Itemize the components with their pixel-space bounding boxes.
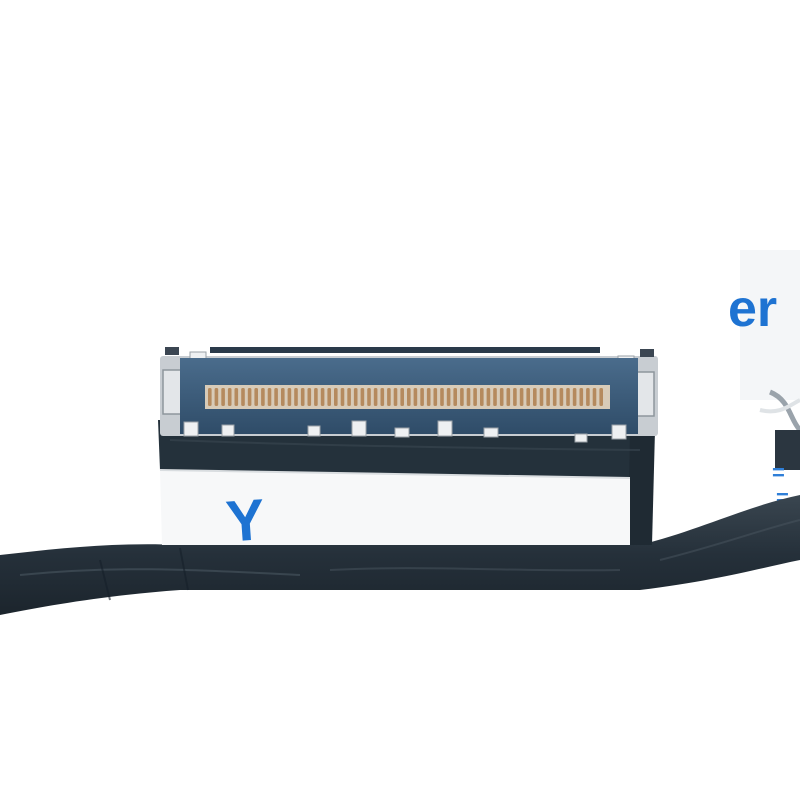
connector-pin bbox=[413, 388, 418, 406]
connector-pin bbox=[320, 388, 325, 406]
connector-pin bbox=[307, 388, 312, 406]
connector-pin bbox=[334, 388, 338, 406]
label-text: er bbox=[728, 280, 777, 338]
connector-pin bbox=[586, 388, 590, 406]
connector-pin bbox=[208, 388, 212, 406]
flex-cable bbox=[0, 495, 800, 615]
connector-pin bbox=[506, 388, 511, 406]
bottom-terminals bbox=[183, 420, 627, 443]
connector-pin bbox=[274, 388, 278, 406]
connector-pin bbox=[519, 388, 524, 406]
connector-pin bbox=[559, 388, 564, 406]
connector-pin bbox=[533, 388, 537, 406]
connector-pin bbox=[267, 388, 272, 406]
connector-pin bbox=[227, 388, 232, 406]
connector-pin bbox=[572, 388, 577, 406]
connector-pin bbox=[460, 388, 464, 406]
connector-pin bbox=[360, 388, 365, 406]
connector-pin bbox=[281, 388, 285, 406]
connector-pin bbox=[440, 388, 444, 406]
connector-pin bbox=[407, 388, 411, 406]
connector-pin bbox=[221, 388, 225, 406]
connector-pin bbox=[552, 388, 557, 406]
white-tape: Y bbox=[159, 469, 631, 555]
connector-pin bbox=[261, 388, 265, 406]
connector-pin bbox=[254, 388, 258, 406]
connector-pin bbox=[446, 388, 451, 406]
connector-pin bbox=[599, 388, 603, 406]
background-label: er = = bbox=[728, 250, 800, 510]
connector-pin bbox=[480, 388, 484, 406]
connector-pin bbox=[347, 388, 351, 406]
fpc-connector bbox=[160, 347, 658, 443]
connector-pin bbox=[373, 388, 378, 406]
connector-pin bbox=[247, 388, 252, 406]
connector-pin bbox=[393, 388, 398, 406]
connector-pin bbox=[294, 388, 298, 406]
tape-mark: Y bbox=[224, 487, 267, 555]
connector-pin bbox=[420, 388, 424, 406]
pin-row bbox=[208, 388, 603, 406]
connector-pin bbox=[327, 388, 331, 406]
connector-pin bbox=[380, 388, 385, 406]
connector-pin bbox=[353, 388, 358, 406]
connector-pin bbox=[566, 388, 570, 406]
connector-pin bbox=[579, 388, 584, 406]
connector-pin bbox=[300, 388, 305, 406]
connector-pin bbox=[513, 388, 517, 406]
svg-text:=: = bbox=[772, 460, 785, 485]
connector-pin bbox=[314, 388, 318, 406]
connector-pin bbox=[466, 388, 471, 406]
connector-pin bbox=[486, 388, 491, 406]
connector-pin bbox=[493, 388, 497, 406]
connector-pin bbox=[453, 388, 457, 406]
connector-pin bbox=[214, 388, 219, 406]
connector-pin bbox=[287, 388, 292, 406]
connector-pin bbox=[387, 388, 391, 406]
connector-pin bbox=[367, 388, 371, 406]
connector-pin bbox=[234, 388, 239, 406]
connector-pin bbox=[473, 388, 477, 406]
connector-pin bbox=[592, 388, 597, 406]
connector-pin bbox=[433, 388, 438, 406]
connector-pin bbox=[499, 388, 504, 406]
connector-pin bbox=[400, 388, 404, 406]
connector-pin bbox=[546, 388, 550, 406]
connector-pin bbox=[526, 388, 530, 406]
connector-pin bbox=[340, 388, 345, 406]
connector-pin bbox=[539, 388, 544, 406]
connector-pin bbox=[426, 388, 431, 406]
connector-pin bbox=[241, 388, 245, 406]
